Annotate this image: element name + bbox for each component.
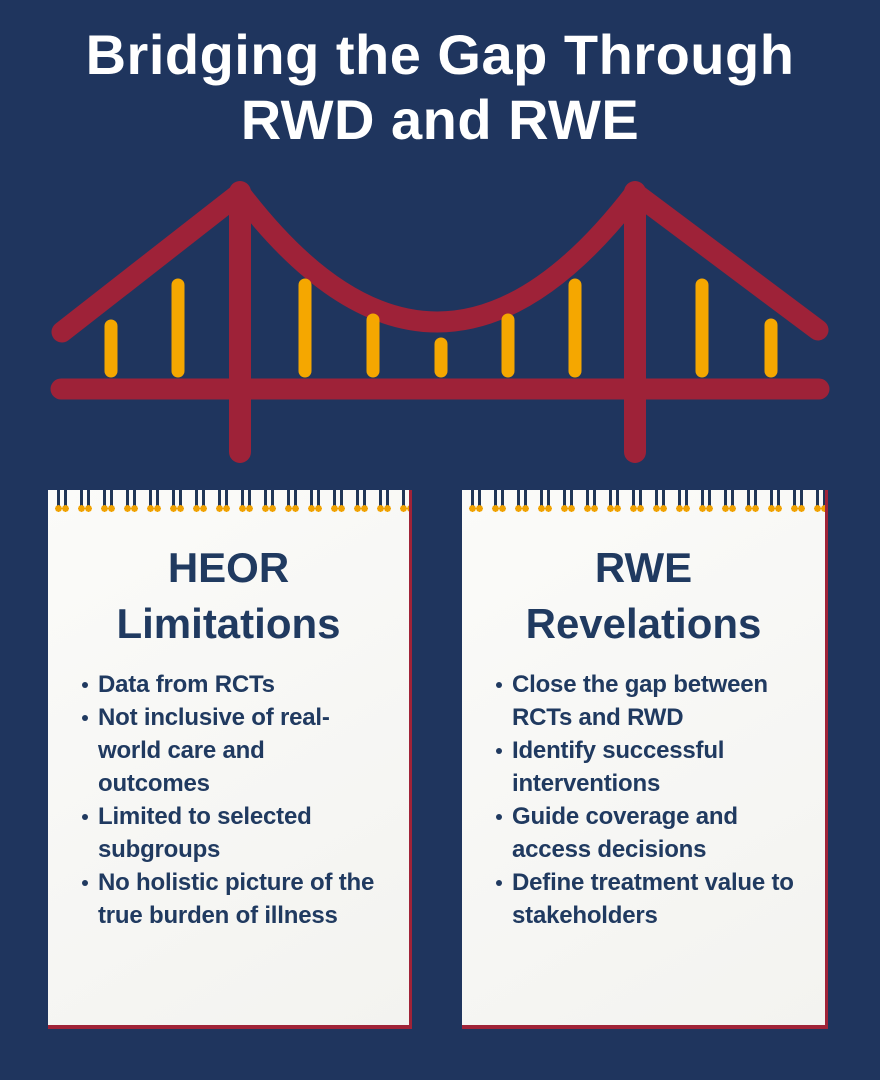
bridge-cable — [51, 182, 829, 343]
bullet-item: Close the gap between RCTs and RWD — [495, 668, 819, 734]
bullet-item: Not inclusive of real- world care and ou… — [81, 701, 403, 800]
card-heading: RWE Revelations — [525, 544, 762, 647]
spiral-binding — [462, 490, 825, 514]
bridge-red-structure — [50, 181, 830, 463]
spiral-binding — [48, 490, 409, 514]
bullet-item: Data from RCTs — [81, 668, 403, 701]
bullet-list: Close the gap between RCTs and RWD Ident… — [462, 668, 825, 932]
card-rwe-revelations: RWE Revelations Close the gap between RC… — [462, 490, 828, 1029]
bullet-item: Guide coverage and access decisions — [495, 800, 819, 866]
card-heor-limitations: HEOR Limitations Data from RCTs Not incl… — [48, 490, 412, 1029]
bullet-item: Define treatment value to stakeholders — [495, 866, 819, 932]
card-heading: HEOR Limitations — [116, 544, 341, 647]
bullet-item: Limited to selected subgroups — [81, 800, 403, 866]
page-title: Bridging the Gap Through RWD and RWE — [0, 22, 880, 152]
bullet-list: Data from RCTs Not inclusive of real- wo… — [48, 668, 409, 932]
page-title-line1: Bridging the Gap Through — [85, 23, 795, 86]
bullet-item: No holistic picture of the true burden o… — [81, 866, 403, 932]
suspension-bridge-illustration — [50, 181, 830, 463]
page-title-line2: RWD and RWE — [240, 88, 640, 151]
bridge-hanger-bars — [104, 278, 778, 378]
bullet-item: Identify successful interventions — [495, 734, 819, 800]
